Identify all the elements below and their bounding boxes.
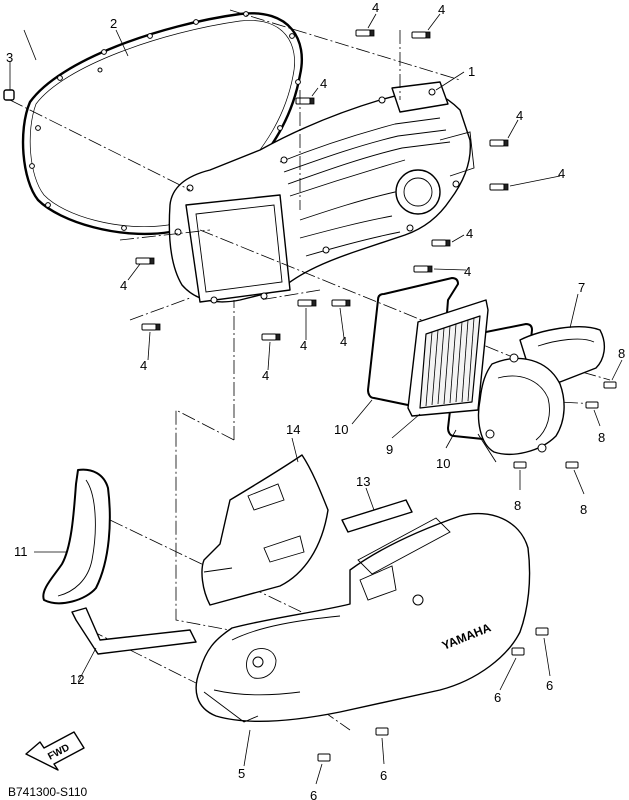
screw-icon	[535, 627, 549, 636]
callout-4: 4	[558, 166, 565, 181]
callout-8: 8	[618, 346, 625, 361]
screw-icon	[331, 299, 351, 307]
screw-icon	[141, 323, 161, 331]
callout-8: 8	[580, 502, 587, 517]
callout-4: 4	[438, 2, 445, 17]
callout-1: 1	[468, 64, 475, 79]
screw-icon	[317, 753, 331, 762]
screw-icon	[513, 461, 527, 469]
callout-7: 7	[578, 280, 585, 295]
callout-4: 4	[464, 264, 471, 279]
screw-icon	[603, 381, 617, 389]
screw-icon	[489, 183, 509, 191]
side-cover-part-5: YAMAHA	[195, 512, 531, 723]
screws-part-6	[315, 627, 551, 785]
callout-6: 6	[546, 678, 553, 693]
callout-4: 4	[320, 76, 327, 91]
callout-labels: 2 3 1 4 4 4 4 4 4 4 4 4 4 4 4 7 8 8 8 8 …	[6, 0, 625, 800]
screw-icon	[565, 461, 579, 469]
callout-13: 13	[356, 474, 370, 489]
callout-4: 4	[372, 0, 379, 15]
callout-10: 10	[436, 456, 450, 471]
callout-8: 8	[598, 430, 605, 445]
bracket-part-12	[71, 607, 197, 655]
forward-direction-arrow-icon: FWD	[25, 731, 85, 771]
callout-6: 6	[494, 690, 501, 705]
callout-4: 4	[262, 368, 269, 383]
gasket-holes	[29, 11, 301, 231]
screw-icon	[261, 333, 281, 341]
side-trim-part-11	[42, 468, 111, 605]
screw-icon	[297, 299, 317, 307]
filter-cover-part-7	[477, 326, 606, 463]
crankcase-cover-part-1	[168, 81, 475, 304]
callout-12: 12	[70, 672, 84, 687]
screw-icon	[431, 239, 451, 247]
callout-5: 5	[238, 766, 245, 781]
dowel-pin-part-3	[3, 62, 15, 101]
callout-4: 4	[300, 338, 307, 353]
callout-4: 4	[140, 358, 147, 373]
callout-4: 4	[466, 226, 473, 241]
screw-icon	[355, 29, 375, 37]
screw-icon	[411, 31, 431, 39]
leader-lines	[23, 29, 579, 767]
callout-2: 2	[110, 16, 117, 31]
callout-11: 11	[14, 544, 28, 559]
callout-9: 9	[386, 442, 393, 457]
screw-icon	[511, 647, 525, 656]
rubber-strip-part-13	[341, 487, 413, 533]
screw-icon	[375, 727, 389, 736]
callout-4: 4	[516, 108, 523, 123]
screw-icon	[295, 97, 315, 105]
screw-icon	[585, 401, 599, 409]
callout-3: 3	[6, 50, 13, 65]
callout-4: 4	[120, 278, 127, 293]
callout-10: 10	[334, 422, 348, 437]
screws-part-4	[127, 13, 561, 371]
inner-cover-part-14	[201, 454, 329, 606]
air-filter-part-9	[407, 299, 489, 417]
screw-icon	[413, 265, 433, 273]
callout-6: 6	[380, 768, 387, 783]
callout-4: 4	[340, 334, 347, 349]
screw-icon	[135, 257, 155, 265]
diagram-code: B741300-S110	[8, 785, 88, 799]
callout-14: 14	[286, 422, 300, 437]
screws-part-8	[513, 359, 623, 495]
screw-icon	[489, 139, 509, 147]
callout-8: 8	[514, 498, 521, 513]
callout-6: 6	[310, 788, 317, 800]
